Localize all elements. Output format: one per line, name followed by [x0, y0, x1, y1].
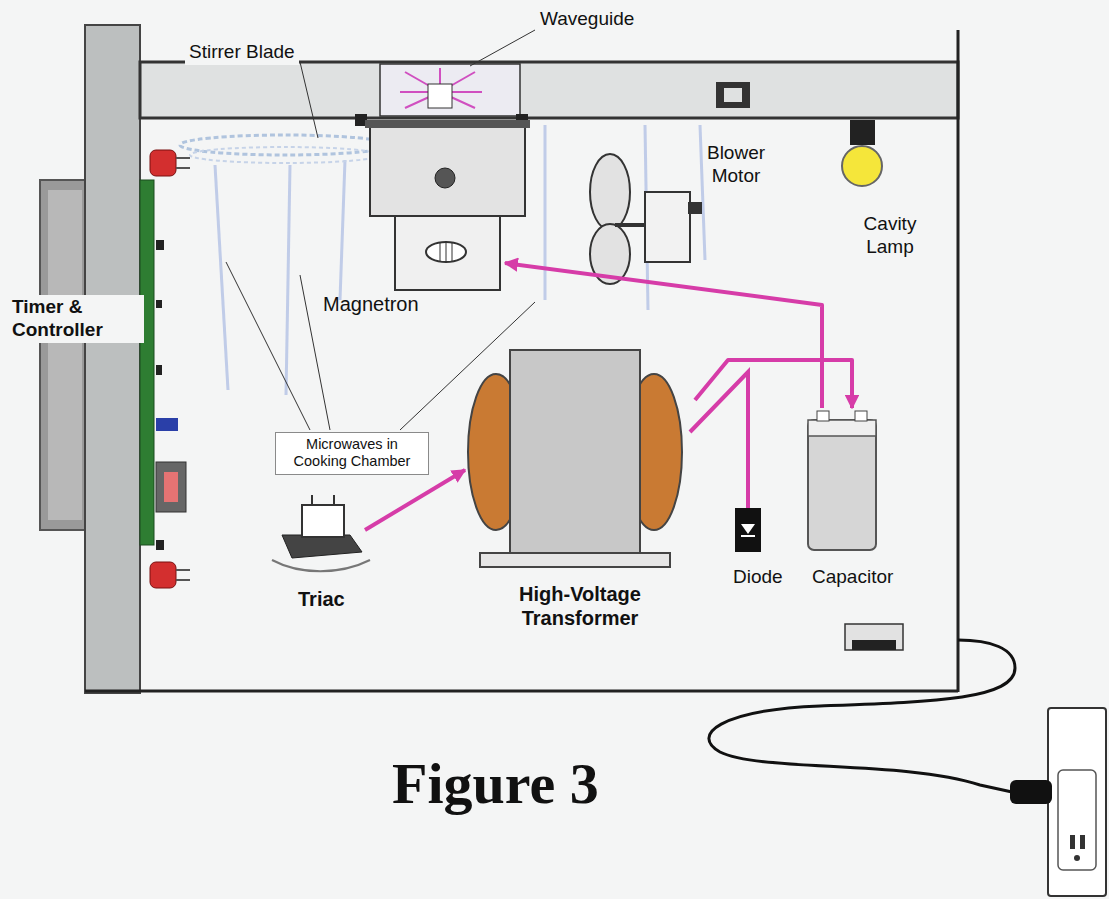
lamp-socket: [850, 120, 875, 145]
bottom-wall: [85, 690, 958, 693]
part-label: Waveguide: [540, 8, 634, 31]
power-wire: [505, 263, 822, 408]
clip: [716, 82, 750, 108]
control-block: [40, 180, 90, 530]
transformer-base: [480, 553, 670, 567]
fuse-base: [852, 640, 896, 650]
microwave-streak: [700, 125, 705, 260]
part-label: Cavity Lamp: [845, 213, 935, 259]
part-label: Magnetron: [323, 292, 419, 316]
fan-blade: [590, 154, 630, 230]
stirrer-blade: [190, 147, 380, 163]
power-plug: [1010, 780, 1052, 804]
door-switch: [150, 150, 176, 176]
door-switch: [150, 562, 176, 588]
switch-pin: [176, 569, 190, 571]
switch-pin: [176, 167, 190, 169]
control-face: [48, 190, 82, 520]
magnetron-box: [395, 216, 500, 290]
diode-symbol: [741, 524, 755, 534]
callout-text: Microwaves in Cooking Chamber: [282, 436, 422, 471]
transformer-part: High-Voltage Transformer: [465, 345, 695, 640]
diode-body: [735, 508, 761, 552]
leader-line: [470, 30, 535, 66]
motor-body: [645, 192, 690, 262]
outlet-ground: [1074, 855, 1080, 861]
magnetron-grill: [426, 242, 466, 262]
grill-bar: [446, 242, 447, 262]
wall-outlet: [1048, 708, 1106, 896]
part-label: Blower Motor: [690, 142, 782, 188]
microwave-streak: [286, 165, 290, 395]
outlet-face: [1058, 770, 1096, 870]
panel-label: Timer & Controller: [8, 295, 144, 343]
triac-part: Triac: [270, 495, 365, 620]
callout-box: Microwaves in Cooking Chamber: [275, 432, 429, 475]
clip-gap: [724, 88, 742, 102]
part-label: Triac: [298, 587, 345, 611]
microwave-streak: [340, 160, 345, 300]
component: [156, 365, 162, 375]
triac-base: [282, 535, 362, 558]
capacitor-part: Capacitor: [800, 408, 945, 598]
capacitor-terminal: [855, 411, 867, 421]
right-wall: [957, 30, 960, 692]
part-label: Capacitor: [812, 566, 893, 589]
motor-bracket: [688, 202, 702, 214]
grill-bar: [440, 243, 441, 261]
part-label: High-Voltage Transformer: [480, 582, 680, 630]
magnetron-flange: [365, 120, 530, 128]
grill-bar: [452, 243, 453, 261]
relay-face: [164, 472, 178, 502]
capacitor-body: [808, 420, 876, 550]
front-panel: [85, 25, 140, 693]
top-band: [140, 62, 958, 118]
switch-pin: [176, 579, 190, 581]
figure-caption: Figure 3: [392, 752, 599, 816]
leader-line: [300, 62, 318, 138]
component: [156, 240, 164, 250]
capacitor-terminal: [817, 411, 829, 421]
triac-lead: [272, 560, 370, 571]
relay: [156, 462, 186, 512]
component: [156, 540, 164, 550]
power-cord: [709, 640, 1015, 792]
lamp-bulb: [842, 146, 882, 186]
waveguide-box: [380, 64, 520, 116]
capacitor-cap: [808, 420, 876, 436]
circuit-board: [140, 180, 154, 545]
magnetron-port: [435, 168, 455, 188]
component: [156, 300, 162, 308]
leader-line: [226, 262, 310, 430]
waveguide-rays: [400, 68, 482, 108]
magnetron-part: Magnetron: [320, 118, 505, 323]
triac-body: [302, 505, 344, 537]
fan-shaft: [615, 223, 648, 227]
outlet-slot: [1080, 835, 1085, 849]
microwave-streak: [215, 165, 228, 390]
stirrer-blade: [180, 135, 390, 155]
triac-pin: [311, 495, 313, 505]
outlet-slot: [1070, 835, 1075, 849]
triac-pin: [333, 495, 335, 505]
diode-symbol: [741, 535, 755, 537]
microwave-streak: [544, 125, 547, 300]
part-label: Stirrer Blade: [185, 40, 299, 65]
switch-pin: [176, 157, 190, 159]
part-label: Diode: [733, 566, 783, 589]
fuse-holder: [845, 624, 903, 650]
magnetron-body: [370, 124, 525, 216]
power-wire: [695, 360, 852, 408]
component: [156, 418, 178, 431]
transformer-core: [510, 350, 640, 555]
power-wire: [365, 470, 465, 530]
antenna: [428, 84, 452, 108]
